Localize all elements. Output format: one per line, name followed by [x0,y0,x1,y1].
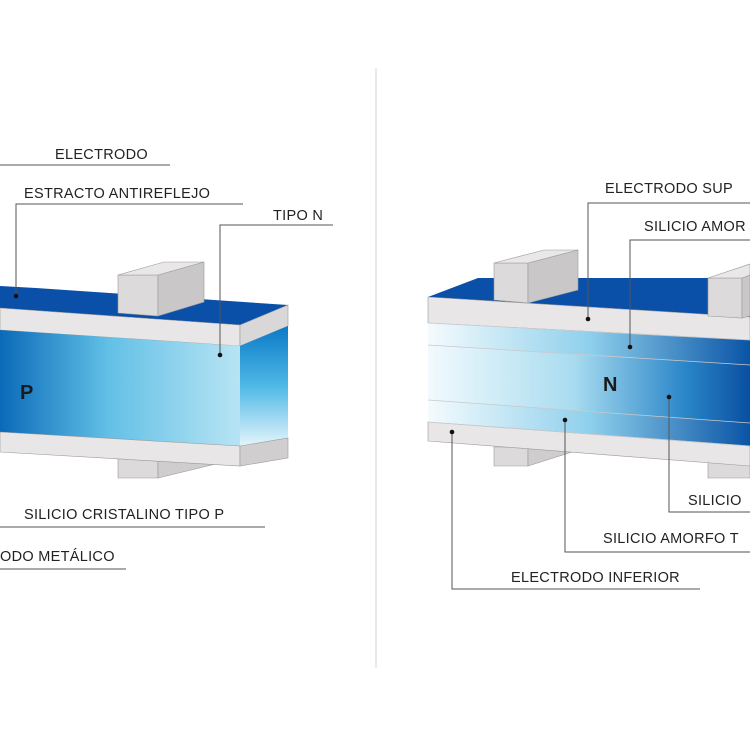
left-top-contact-top [117,261,205,276]
label-silicio-right: SILICIO [688,493,742,509]
left-p-body [0,330,240,446]
label-electrodo-inferior: ELECTRODO INFERIOR [511,570,680,586]
left-p-body-side [240,326,288,446]
left-top-contact-front [117,274,159,317]
label-electrodo-metalico: ODO METÁLICO [0,548,115,565]
right-leaders [449,202,750,590]
label-silicio-amorfo-top: SILICIO AMOR [644,219,746,235]
label-electrodo: ELECTRODO [55,147,148,163]
right-top-contact-1-front [493,262,529,304]
right-top-contact-1-top [493,249,579,264]
left-cell: P [0,261,289,479]
right-amorphous-top [428,323,750,365]
left-bottom-layer-side [239,437,289,467]
right-top-contact-2-front [707,277,743,319]
label-electrodo-superior: ELECTRODO SUP [605,181,733,197]
left-region-letter: P [20,382,33,404]
label-silicio-amorfo-bottom: SILICIO AMORFO T [603,531,739,547]
label-tipo-n: TIPO N [273,208,323,224]
right-region-letter: N [603,374,617,396]
right-bottom-contact-1 [493,446,529,467]
left-leaders [0,164,333,570]
label-estracto-antireflejo: ESTRACTO ANTIREFLEJO [24,186,210,202]
right-cell: N [427,249,750,479]
label-silicio-cristalino-p: SILICIO CRISTALINO TIPO P [24,507,224,523]
right-top-contact-2-top [707,263,750,279]
right-top-contact-2-side [741,274,750,319]
